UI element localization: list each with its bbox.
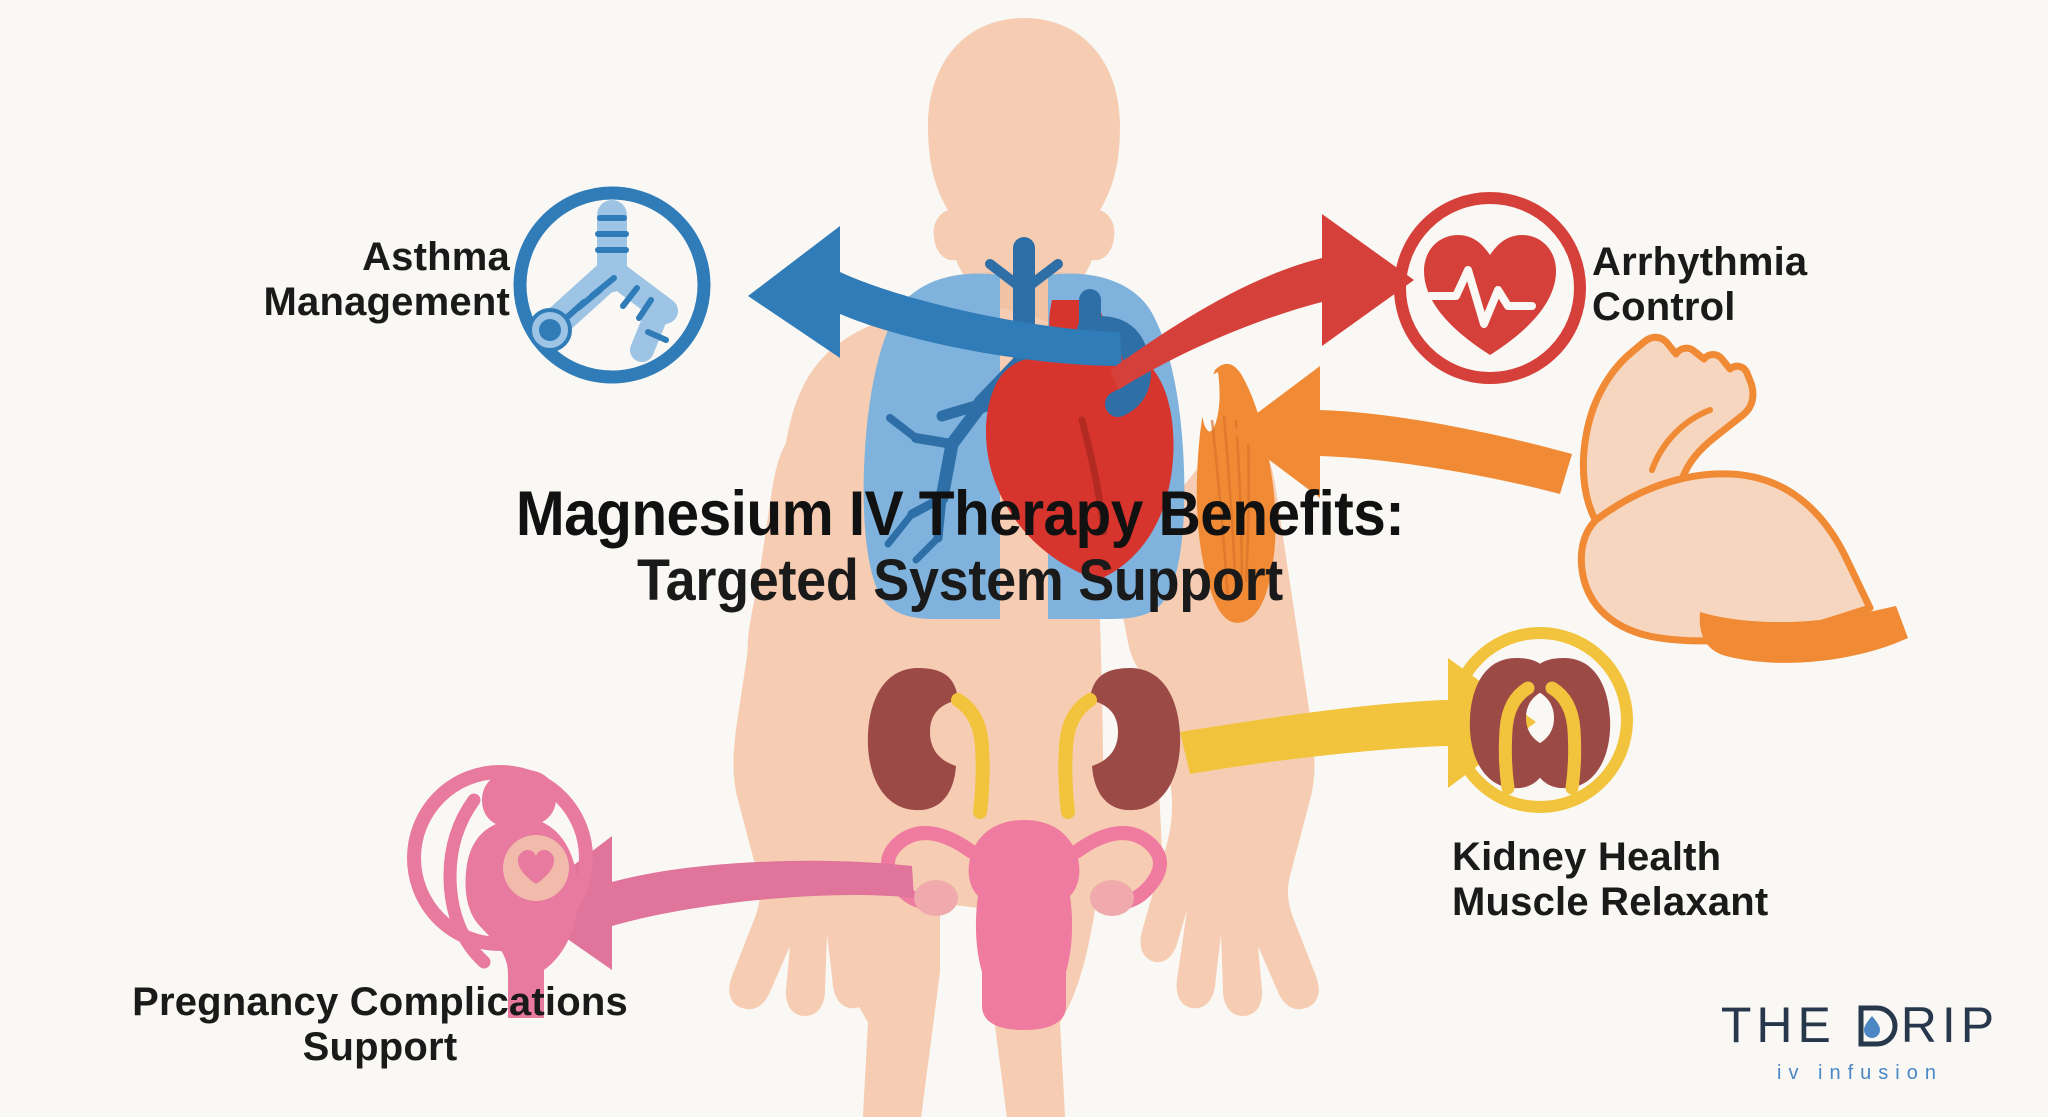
kidneys-icon	[1447, 627, 1633, 813]
heart-pulse-icon	[1394, 192, 1586, 384]
callout-label-arrhythmia: Arrhythmia Control	[1592, 240, 1808, 329]
logo-rip: RIP	[1900, 997, 2000, 1053]
callout-label-kidney: Kidney Health Muscle Relaxant	[1452, 835, 1769, 924]
arrow-left-blue	[748, 226, 1122, 366]
brand-logo: THE RIP iv infusion	[1700, 1000, 2020, 1096]
logo-tagline: iv infusion	[1777, 1062, 1943, 1084]
logo-the: THE	[1720, 997, 1855, 1053]
arrow-right-yellow	[1180, 658, 1536, 788]
callout-label-pregnancy: Pregnancy Complications Support	[132, 980, 628, 1069]
drip-d-icon	[1858, 1005, 1898, 1047]
kidneys-organ	[867, 668, 1181, 819]
pregnant-woman-icon	[407, 765, 593, 1018]
skeletal-muscle-organ	[1196, 363, 1276, 623]
arrow-left-orange	[1232, 366, 1572, 498]
arrow-left-pink	[520, 836, 914, 970]
callout-label-asthma: Asthma Management	[263, 235, 510, 324]
arrow-right-red	[1110, 214, 1414, 390]
flexed-bicep-icon	[1577, 333, 1908, 663]
logo-wordmark: THE RIP	[1700, 1000, 2020, 1050]
uterus-organ	[881, 820, 1167, 1030]
bronchi-icon	[513, 186, 711, 384]
